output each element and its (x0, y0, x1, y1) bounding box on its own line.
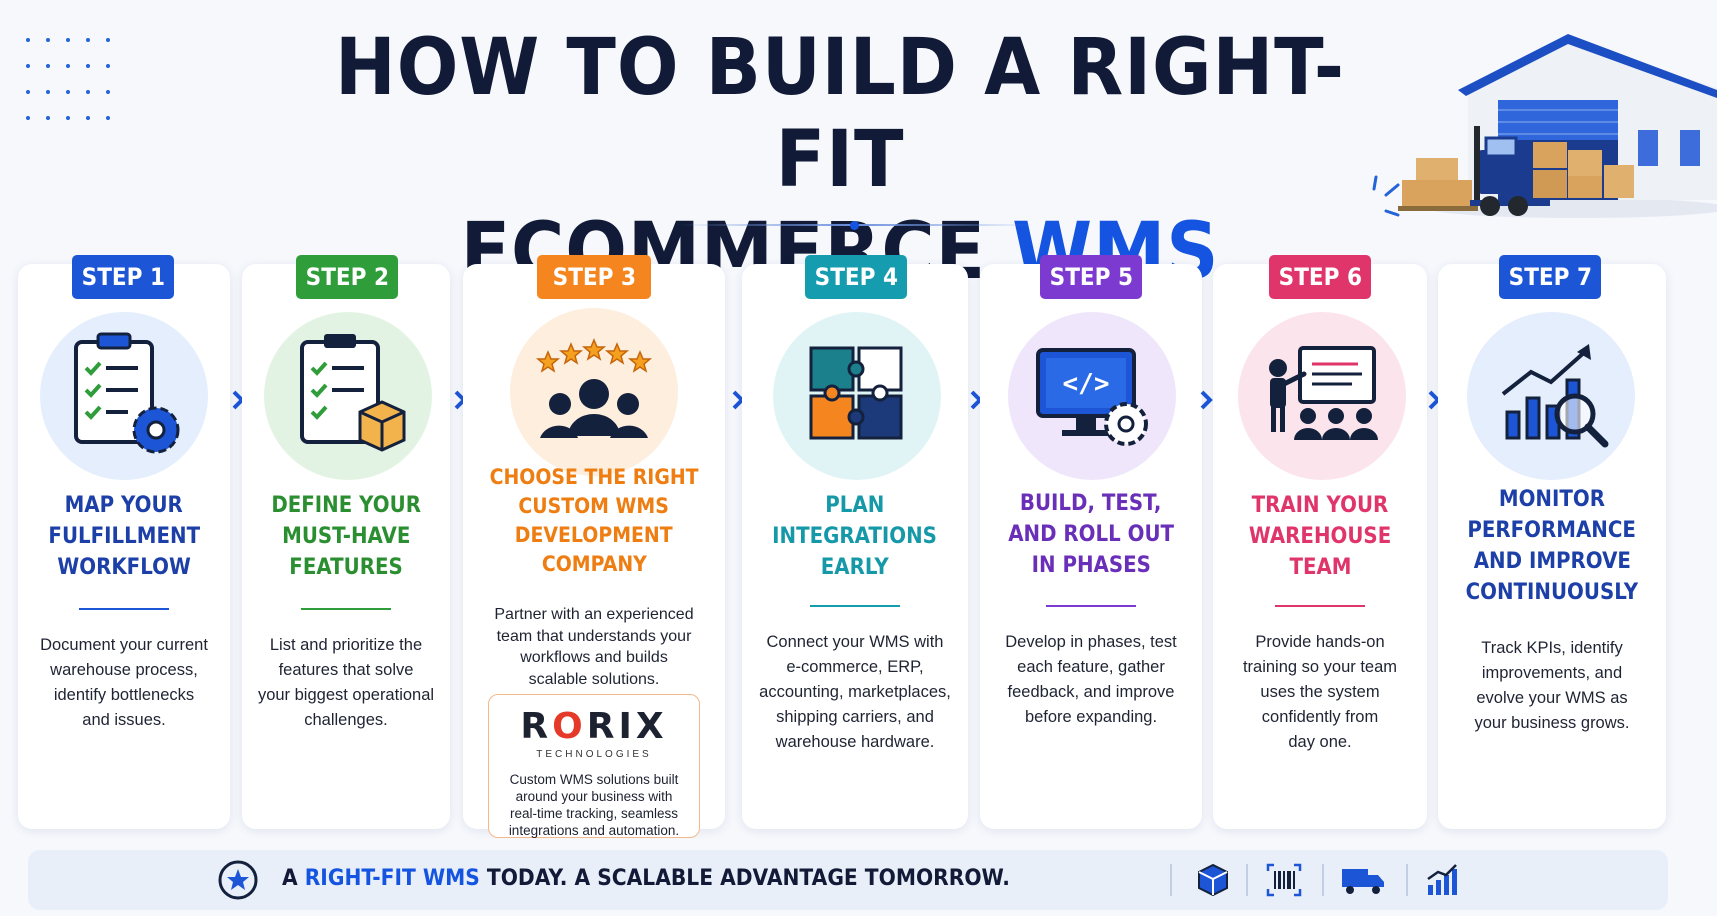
team-stars-icon (535, 338, 653, 438)
step-3-title: CHOOSE THE RIGHT CUSTOM WMS DEVELOPMENT … (489, 465, 699, 576)
step-5-divider (1046, 605, 1136, 607)
step-4-divider (810, 605, 900, 607)
step-3-icon-circle (510, 308, 678, 476)
step-4-icon-circle (773, 312, 941, 480)
clipboard-gear-icon (74, 332, 180, 454)
footer-slogan: A RIGHT-FIT WMS TODAY. A SCALABLE ADVANT… (282, 866, 1010, 891)
step-1-badge: STEP 1 (72, 255, 174, 299)
footer-separator (1322, 864, 1324, 896)
decorative-dot-grid (26, 38, 126, 138)
step-7-title: MONITOR PERFORMANCE AND IMPROVE CONTINUO… (1465, 487, 1639, 605)
step-2-divider (301, 608, 391, 610)
step-2-title: DEFINE YOUR MUST-HAVE FEATURES (271, 493, 421, 580)
step-7-icon-circle (1467, 312, 1635, 480)
barcode-icon (1266, 863, 1302, 897)
star-badge-icon (218, 860, 258, 900)
step-6-divider (1275, 605, 1365, 607)
step-1-icon-circle (40, 312, 208, 480)
box-icon (1198, 863, 1228, 897)
title-line-1: HOW TO BUILD A RIGHT-FIT (335, 23, 1345, 205)
rorix-tagline: TECHNOLOGIES (536, 749, 652, 760)
clipboard-box-icon (300, 334, 406, 452)
puzzle-icon (809, 346, 903, 440)
step-5-title: BUILD, TEST, AND ROLL OUT IN PHASES (1008, 491, 1174, 578)
growth-chart-icon (1427, 864, 1457, 895)
step-4-badge: STEP 4 (805, 255, 907, 299)
step-6-title: TRAIN YOUR WAREHOUSE TEAM (1248, 493, 1392, 580)
monitor-code-icon: </> (1036, 348, 1148, 446)
rorix-technologies-promo[interactable]: RORIX TECHNOLOGIES Custom WMS solutions … (488, 694, 700, 838)
step-5-icon-circle: </> (1008, 312, 1176, 480)
step-4-title: PLAN INTEGRATIONS EARLY (772, 493, 938, 580)
title-divider-dot (850, 221, 859, 230)
decorative-sparks (1372, 175, 1400, 217)
footer-separator (1406, 864, 1408, 896)
truck-icon (1342, 869, 1384, 894)
chart-magnifier-icon (1501, 344, 1609, 448)
warehouse-illustration (1398, 34, 1717, 218)
trainer-board-icon (1269, 346, 1378, 440)
page-title: HOW TO BUILD A RIGHT-FIT ECOMMERCE WMS (282, 22, 1398, 298)
step-7-badge: STEP 7 (1499, 255, 1601, 299)
step-2-icon-circle (264, 312, 432, 480)
step-6-icon-circle (1238, 312, 1406, 480)
step-6-badge: STEP 6 (1269, 255, 1371, 299)
footer-separator (1170, 864, 1172, 896)
step-1-divider (79, 608, 169, 610)
step-5-badge: STEP 5 (1040, 255, 1142, 299)
rorix-logo: RORIX (520, 706, 668, 747)
chevron-right-icon (1200, 390, 1213, 410)
step-3-badge: STEP 3 (537, 255, 651, 299)
footer-banner: A RIGHT-FIT WMS TODAY. A SCALABLE ADVANT… (28, 850, 1668, 910)
step-2-badge: STEP 2 (296, 255, 398, 299)
step-1-title: MAP YOUR FULFILLMENT WORKFLOW (48, 493, 200, 580)
footer-separator (1246, 864, 1248, 896)
svg-text:</>: </> (1063, 369, 1110, 399)
